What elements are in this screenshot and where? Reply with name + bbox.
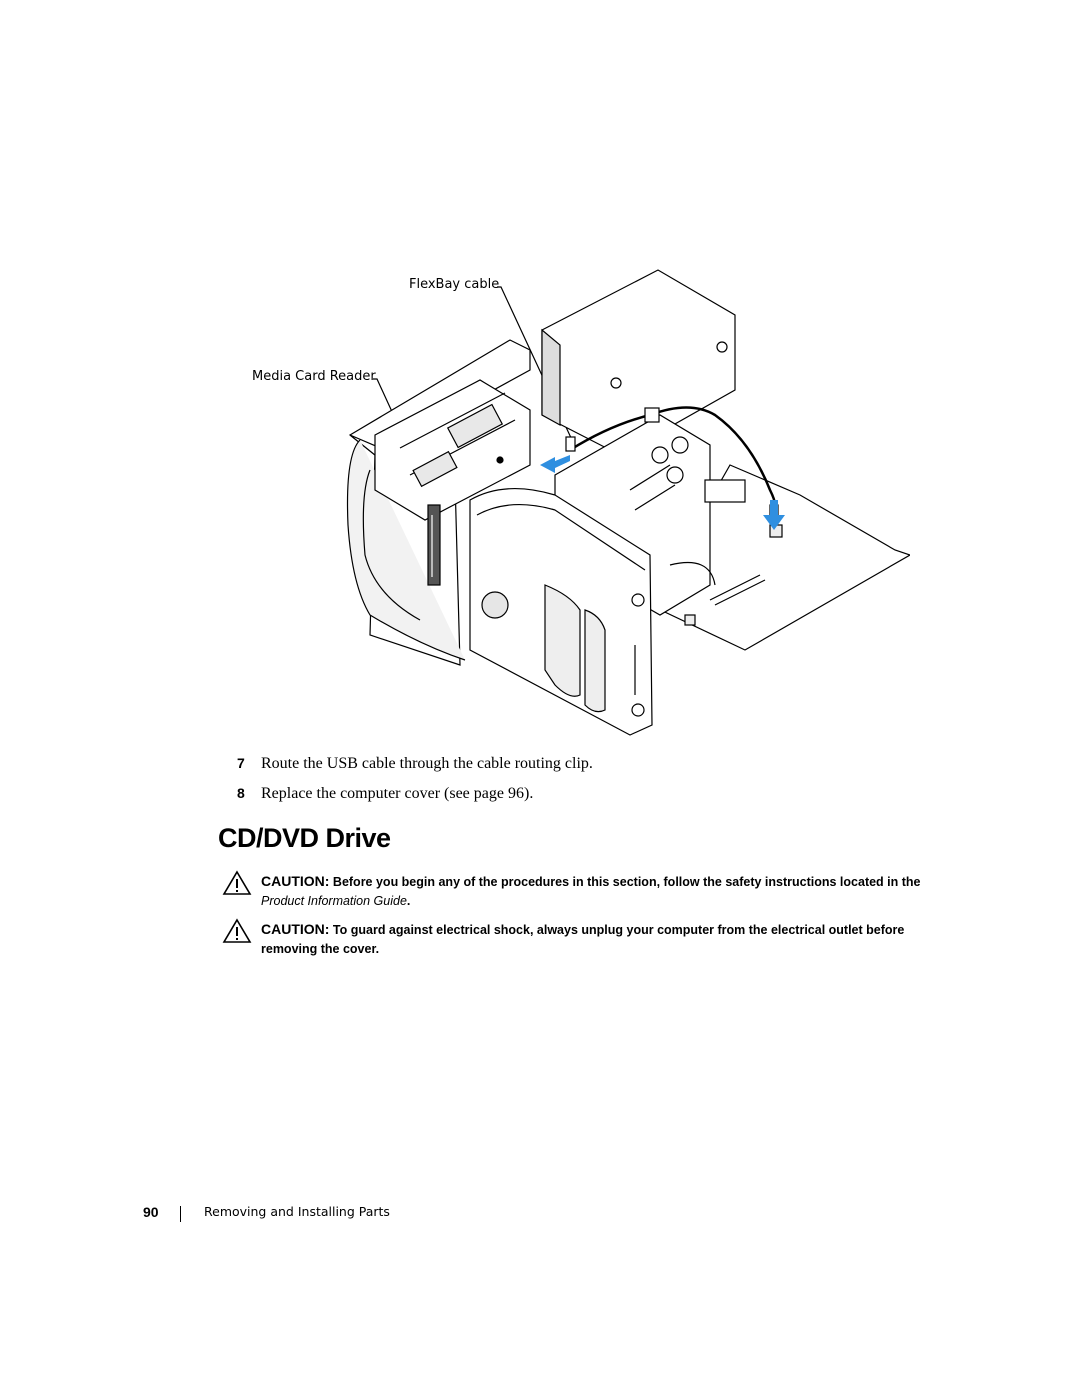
section-title: CD/DVD Drive bbox=[218, 823, 391, 853]
page-number: 90 bbox=[143, 1204, 159, 1220]
step-text: Replace the computer cover (see page 96)… bbox=[261, 785, 534, 802]
caution-label: CAUTION: bbox=[261, 873, 330, 889]
step-8: 8 Replace the computer cover (see page 96… bbox=[237, 785, 533, 803]
arrow-to-clip bbox=[540, 455, 570, 473]
callout-media-card-reader: Media Card Reader bbox=[252, 369, 376, 384]
step-text: Route the USB cable through the cable ro… bbox=[261, 755, 593, 772]
footer-separator bbox=[180, 1206, 181, 1222]
caution-body: Before you begin any of the procedures i… bbox=[329, 875, 921, 889]
warning-triangle-icon bbox=[222, 918, 252, 943]
caution-text: CAUTION: To guard against electrical sho… bbox=[261, 920, 921, 959]
step-number: 8 bbox=[237, 785, 245, 801]
step-number: 7 bbox=[237, 755, 245, 771]
footer-chapter-title: Removing and Installing Parts bbox=[204, 1204, 390, 1219]
media-card-reader bbox=[427, 504, 441, 586]
computer-chassis-illustration bbox=[346, 269, 910, 736]
arrow-to-connector bbox=[763, 500, 785, 530]
caution-italic-title: Product Information Guide bbox=[261, 894, 407, 908]
caution-body: To guard against electrical shock, alway… bbox=[261, 923, 905, 956]
flexbay-usb-cable bbox=[569, 406, 777, 506]
callout-flexbay-cable: FlexBay cable bbox=[409, 277, 500, 292]
caution-label: CAUTION: bbox=[261, 921, 330, 937]
caution-end: . bbox=[406, 894, 411, 908]
caution-text: CAUTION: Before you begin any of the pro… bbox=[261, 872, 921, 911]
warning-triangle-icon bbox=[222, 870, 252, 895]
step-7: 7 Route the USB cable through the cable r… bbox=[237, 755, 593, 773]
